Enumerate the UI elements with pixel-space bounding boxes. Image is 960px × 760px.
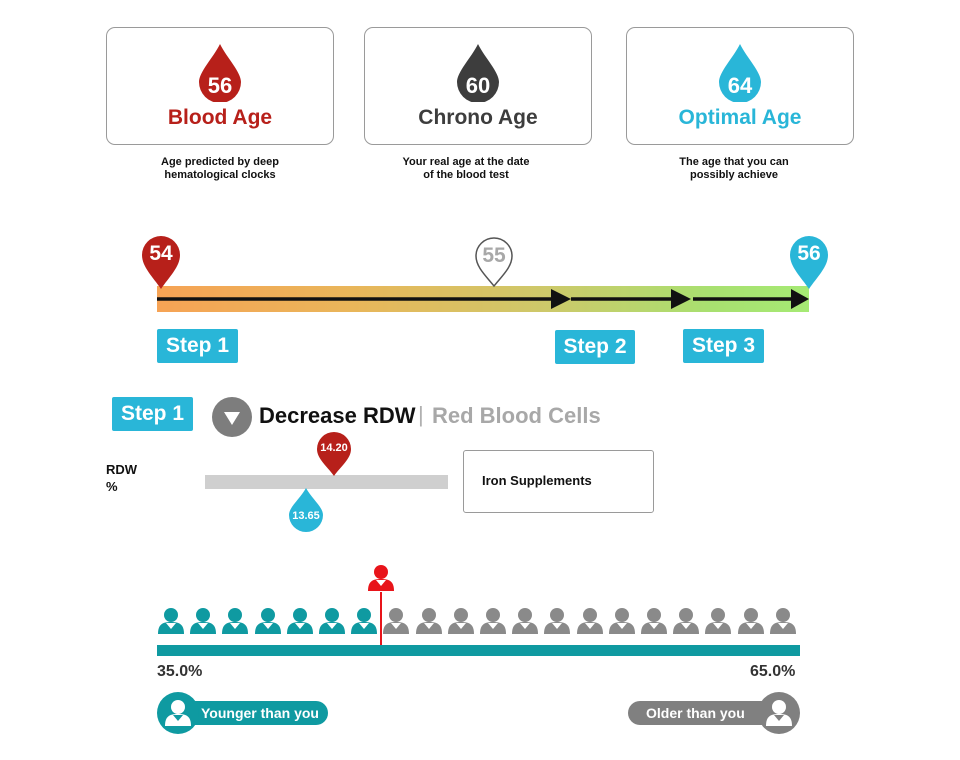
person-icon bbox=[640, 607, 668, 640]
you-marker-icon bbox=[368, 565, 394, 591]
person-icon bbox=[704, 607, 732, 640]
decrease-indicator bbox=[212, 397, 252, 437]
recommendation-text: Iron Supplements bbox=[482, 473, 592, 488]
chrono-drop-icon bbox=[457, 44, 499, 102]
person-icon bbox=[382, 607, 410, 640]
older-label: Older than you bbox=[646, 705, 745, 721]
person-icon bbox=[479, 607, 507, 640]
person-icon bbox=[769, 607, 797, 640]
person-icon bbox=[447, 607, 475, 640]
person-icon bbox=[221, 607, 249, 640]
mid-marker-icon bbox=[475, 237, 513, 288]
step-subtitle: Red Blood Cells bbox=[432, 403, 601, 428]
start-marker-value: 54 bbox=[149, 242, 173, 265]
current-value: 14.20 bbox=[320, 442, 348, 454]
older-person-icon bbox=[758, 692, 800, 734]
triangle-down-icon bbox=[224, 412, 240, 425]
end-marker-value: 56 bbox=[797, 242, 821, 265]
older-percentage: 65.0% bbox=[750, 663, 796, 680]
metric-range-bar bbox=[205, 475, 448, 489]
you-indicator-line bbox=[379, 592, 382, 645]
person-icon bbox=[254, 607, 282, 640]
person-icon bbox=[157, 607, 185, 640]
blood-drop-icon bbox=[199, 44, 241, 102]
blood-age-value: 56 bbox=[207, 73, 233, 98]
older-pill: Older than you bbox=[628, 701, 778, 725]
blood-age-card: 56 Blood Age bbox=[106, 27, 334, 145]
younger-pill: Younger than you bbox=[180, 701, 328, 725]
person-icon bbox=[189, 607, 217, 640]
metric-label: RDW% bbox=[106, 462, 138, 494]
population-people-row bbox=[157, 607, 801, 637]
person-icon bbox=[672, 607, 700, 640]
recommendation-box[interactable]: Iron Supplements bbox=[463, 450, 654, 513]
younger-label: Younger than you bbox=[201, 705, 319, 721]
target-value: 13.65 bbox=[292, 510, 320, 522]
younger-percentage: 35.0% bbox=[157, 663, 203, 680]
step-detail-badge: Step 1 bbox=[112, 397, 193, 431]
chrono-age-value: 60 bbox=[465, 73, 491, 98]
person-icon bbox=[608, 607, 636, 640]
person-icon bbox=[576, 607, 604, 640]
population-bar bbox=[157, 645, 800, 656]
person-icon bbox=[511, 607, 539, 640]
chrono-age-card: 60 Chrono Age bbox=[364, 27, 592, 145]
step-1-button[interactable]: Step 1 bbox=[157, 329, 238, 363]
current-value-marker-icon bbox=[317, 432, 351, 476]
optimal-drop-icon bbox=[719, 44, 761, 102]
person-icon bbox=[415, 607, 443, 640]
step-title: Decrease RDW bbox=[259, 403, 416, 428]
optimal-age-card: 64 Optimal Age bbox=[626, 27, 854, 145]
title-separator: | bbox=[418, 402, 424, 427]
target-value-drop-icon bbox=[289, 488, 323, 532]
person-icon bbox=[350, 607, 378, 640]
step-2-button[interactable]: Step 2 bbox=[555, 330, 635, 364]
chrono-age-label: Chrono Age bbox=[418, 106, 538, 129]
timeline-arrows bbox=[157, 289, 809, 309]
mid-marker-value: 55 bbox=[482, 244, 506, 267]
person-icon bbox=[318, 607, 346, 640]
younger-person-icon bbox=[157, 692, 199, 734]
person-icon bbox=[543, 607, 571, 640]
step-3-button[interactable]: Step 3 bbox=[683, 329, 764, 363]
end-marker-icon bbox=[790, 236, 828, 289]
person-icon bbox=[286, 607, 314, 640]
optimal-age-label: Optimal Age bbox=[678, 106, 802, 129]
start-marker-icon bbox=[142, 236, 180, 289]
person-icon bbox=[737, 607, 765, 640]
blood-age-label: Blood Age bbox=[167, 106, 273, 129]
optimal-age-value: 64 bbox=[727, 73, 753, 98]
